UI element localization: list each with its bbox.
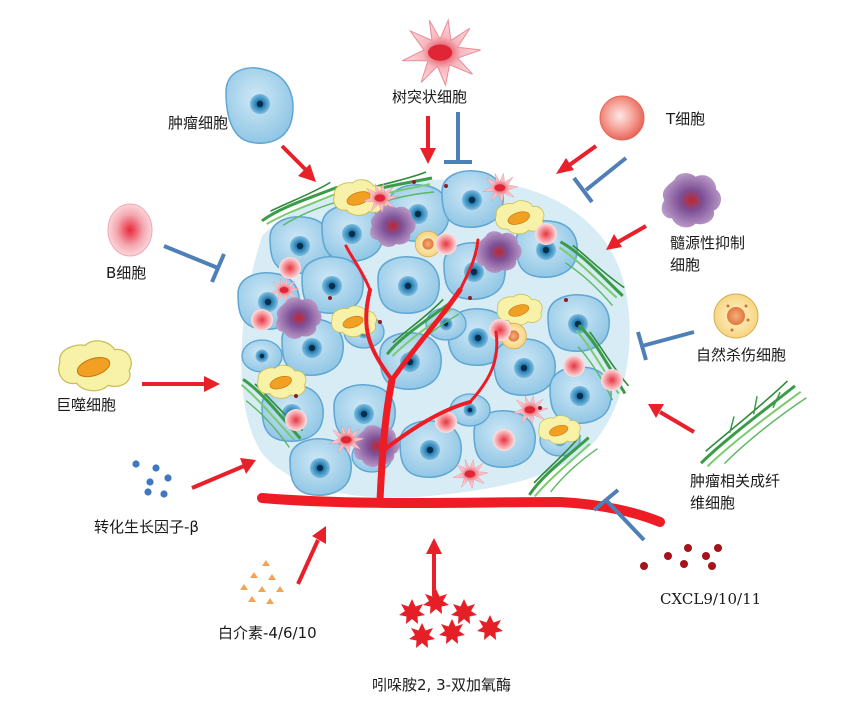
label-mdsc-line1: 髓源性抑制 [670, 234, 746, 252]
inhibit-arrows [163, 112, 695, 542]
tumor-mass [234, 170, 665, 527]
tumor-cell-icon [225, 67, 294, 144]
pink-cell [285, 409, 307, 431]
tumor-cell [493, 338, 556, 396]
tumor-cell [549, 366, 612, 424]
pink-cell [435, 233, 457, 255]
label-macrophage: 巨噬细胞 [56, 396, 117, 414]
tumor-cell [377, 256, 440, 314]
label-tgf-beta: 转化生长因子-β [94, 518, 199, 536]
blood-vessel [257, 238, 665, 527]
tumor-cell [547, 294, 610, 352]
label-dendritic-cell: 树突状细胞 [392, 88, 468, 106]
nk-cell-icon [713, 293, 759, 339]
label-mdsc-line2: 细胞 [670, 256, 701, 274]
tgf-beta-dots [132, 460, 172, 498]
il-triangles [240, 560, 284, 604]
b-cell-icon [107, 203, 153, 257]
tumor-cell [441, 170, 504, 228]
pink-cell [251, 309, 273, 331]
label-b-cell: B细胞 [106, 264, 147, 282]
pink-cell [535, 223, 557, 245]
pink-cell [563, 355, 585, 377]
promote-arrows [142, 116, 696, 596]
caf-icon [699, 380, 807, 468]
label-caf-line1: 肿瘤相关成纤 [690, 472, 781, 490]
label-tumor-cell: 肿瘤细胞 [168, 114, 229, 132]
label-t-cell: T细胞 [666, 110, 706, 128]
pink-cell [493, 429, 515, 451]
label-nk-cell: 自然杀伤细胞 [696, 346, 787, 364]
pink-cell [279, 257, 301, 279]
cxcl-dots [640, 544, 722, 570]
label-caf-line2: 维细胞 [690, 494, 736, 512]
t-cell-icon [599, 95, 645, 141]
cytokine-dots [294, 180, 568, 410]
label-cxcl: CXCL9/10/11 [660, 590, 762, 608]
macrophage-icon [58, 340, 132, 392]
label-interleukin: 白介素-4/6/10 [218, 624, 317, 642]
arrow-head [298, 164, 316, 182]
ido-stars [399, 589, 503, 648]
dendritic-cell-icon [401, 19, 482, 86]
pink-cell [489, 319, 511, 341]
mdsc-icon [661, 173, 722, 228]
label-ido: 吲哚胺2, 3-双加氧酶 [372, 676, 512, 694]
pink-cell [601, 369, 623, 391]
